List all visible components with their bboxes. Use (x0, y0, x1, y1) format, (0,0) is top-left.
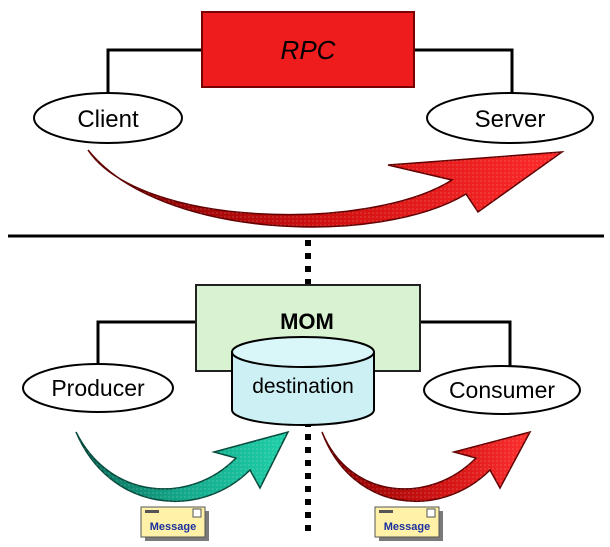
message-note-left: Message (140, 506, 209, 541)
rpc-arrow-texture (88, 150, 562, 227)
producer-node (22, 363, 174, 413)
destination-cylinder-top (231, 336, 375, 368)
consumer-arrow-texture (322, 432, 530, 502)
message-note-right-header (379, 510, 393, 513)
producer-label: Producer (51, 375, 145, 401)
message-note-right: Message (374, 506, 443, 541)
producer-arrow-texture (76, 432, 288, 502)
rpc-section: RPC Client Server (33, 11, 594, 228)
message-note-left-header (145, 510, 159, 513)
message-note-left-corner (192, 508, 202, 518)
rpc-connector-left (106, 48, 202, 95)
message-note-right-label: Message (384, 521, 430, 533)
rpc-box (201, 11, 415, 88)
destination-cylinder-body (231, 351, 375, 426)
client-label: Client (77, 106, 139, 133)
rpc-title: RPC (281, 35, 336, 65)
mom-connector-left (96, 320, 196, 370)
rpc-connector-right (413, 48, 514, 98)
destination-label: destination (252, 375, 354, 398)
mom-title: MOM (280, 309, 334, 334)
server-label: Server (475, 106, 546, 133)
consumer-node (423, 365, 581, 415)
destination-store: destination (231, 336, 375, 426)
server-node (426, 92, 594, 144)
message-note-right-corner (426, 508, 436, 518)
message-note-left-label: Message (150, 521, 196, 533)
client-node (33, 92, 183, 144)
consumer-label: Consumer (449, 377, 555, 403)
mom-connector-right (420, 320, 512, 370)
mom-section: MOM destination Producer Consumer Messag… (22, 284, 581, 541)
